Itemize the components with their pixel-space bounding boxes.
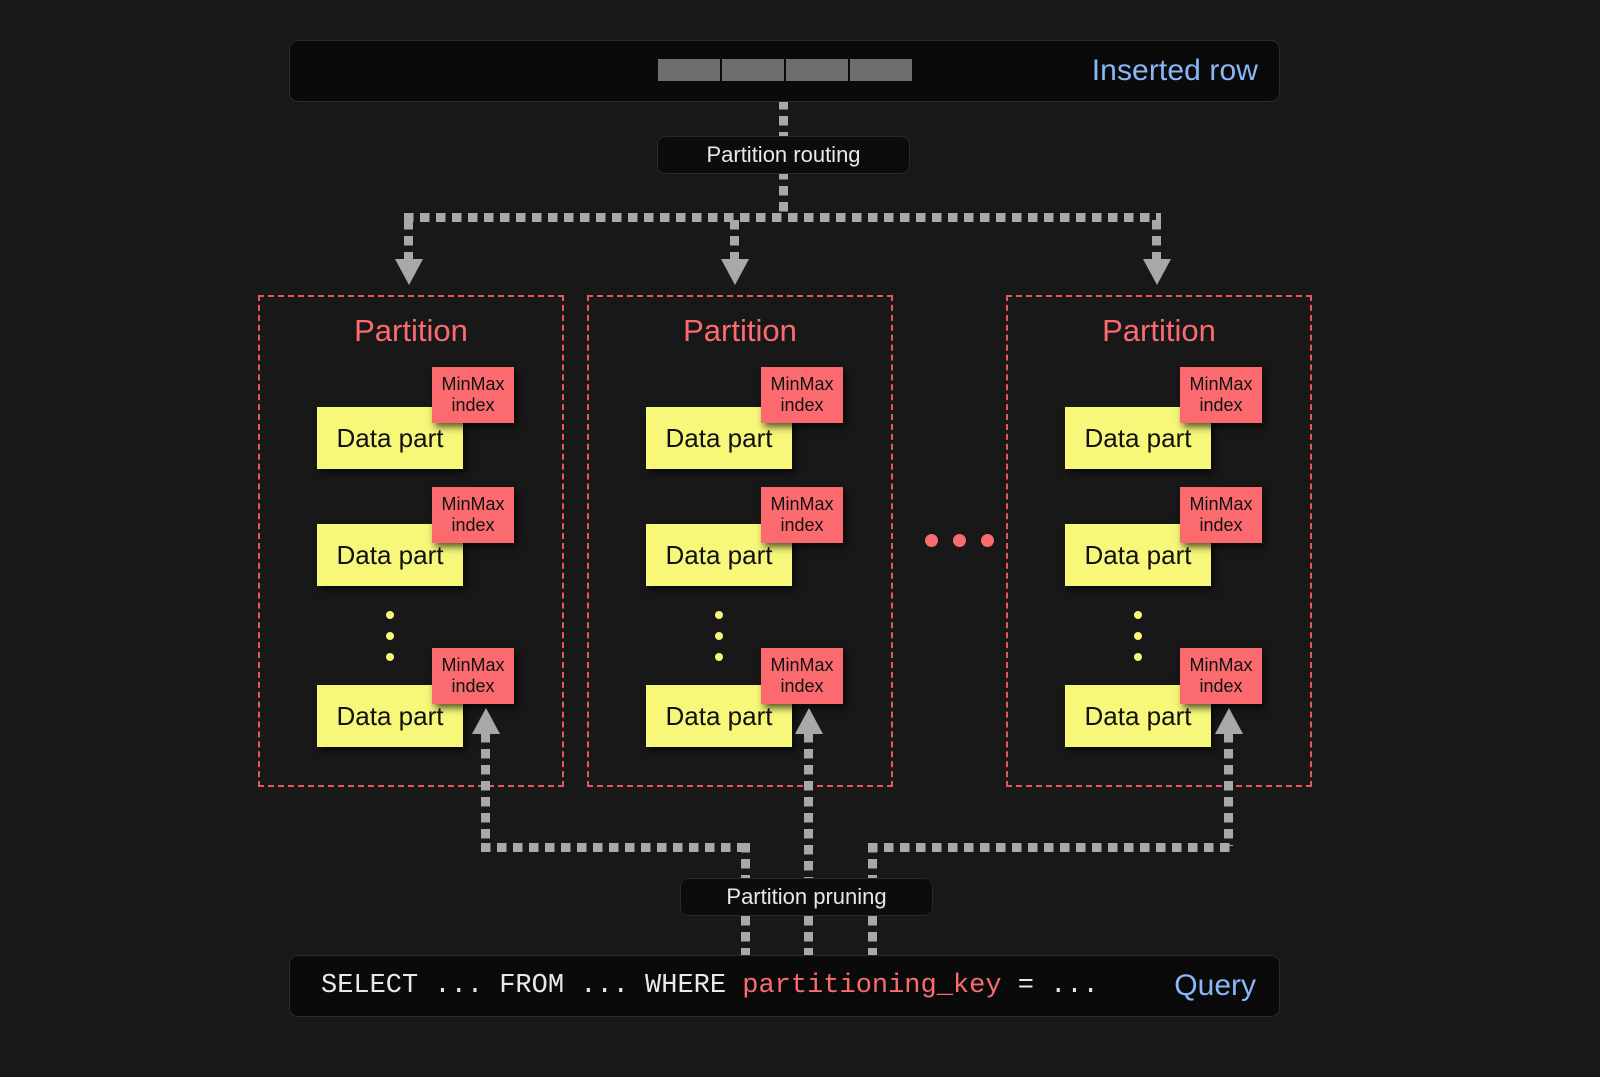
minmax-index-box: MinMax index	[432, 367, 514, 423]
connector-routing-to-bus	[779, 170, 788, 218]
vertical-ellipsis	[386, 611, 394, 674]
partition-title: Partition	[1102, 313, 1216, 348]
partition-routing-label: Partition routing	[657, 136, 910, 174]
minmax-index-box: MinMax index	[1180, 487, 1262, 543]
partition-pruning-label: Partition pruning	[680, 878, 933, 916]
minmax-line-1: MinMax	[441, 373, 505, 394]
minmax-line-2: index	[451, 395, 495, 415]
minmax-index-box: MinMax index	[1180, 367, 1262, 423]
connector-bus-drop-2	[730, 220, 739, 266]
minmax-line-2: index	[451, 676, 495, 696]
minmax-line-1: MinMax	[441, 493, 505, 514]
minmax-index-box: MinMax index	[1180, 648, 1262, 704]
data-part-box: Data part	[317, 407, 463, 469]
minmax-line-1: MinMax	[1189, 373, 1253, 394]
minmax-line-2: index	[1199, 676, 1243, 696]
connector-row-to-routing	[779, 100, 788, 142]
connector-bus-drop-3	[1152, 220, 1161, 266]
partition-title: Partition	[683, 313, 797, 348]
arrow-down-icon	[721, 259, 749, 285]
connector-pruning-drop-1	[741, 843, 750, 888]
row-cell	[850, 59, 912, 81]
minmax-index-box: MinMax index	[761, 648, 843, 704]
minmax-line-2: index	[1199, 515, 1243, 535]
partition-title: Partition	[354, 313, 468, 348]
minmax-index-box: MinMax index	[432, 648, 514, 704]
connector-pruning-to-query-3	[868, 916, 877, 958]
minmax-line-1: MinMax	[770, 373, 834, 394]
minmax-line-1: MinMax	[1189, 493, 1253, 514]
minmax-line-2: index	[780, 676, 824, 696]
row-cell	[722, 59, 784, 81]
inserted-row-cells	[658, 59, 912, 81]
query-prefix: SELECT ... FROM ... WHERE	[321, 971, 743, 1001]
arrow-down-icon	[1143, 259, 1171, 285]
minmax-index-box: MinMax index	[761, 487, 843, 543]
partition-box-3: Partition MinMax index Data part MinMax …	[1006, 295, 1312, 787]
connector-pruning-run-1	[481, 843, 750, 852]
row-cell	[786, 59, 848, 81]
query-partitioning-key: partitioning_key	[742, 971, 1002, 1001]
minmax-line-1: MinMax	[441, 654, 505, 675]
inserted-row-banner: Inserted row	[289, 40, 1280, 102]
partition-box-1: Partition MinMax index Data part MinMax …	[258, 295, 564, 787]
arrow-down-icon	[395, 259, 423, 285]
partition-box-2: Partition MinMax index Data part MinMax …	[587, 295, 893, 787]
arrow-up-icon	[795, 708, 823, 734]
query-label: Query	[1174, 969, 1256, 1002]
minmax-line-2: index	[451, 515, 495, 535]
minmax-index-box: MinMax index	[432, 487, 514, 543]
minmax-line-1: MinMax	[770, 654, 834, 675]
row-cell	[658, 59, 720, 81]
connector-pruning-stem-2	[804, 733, 813, 888]
connector-pruning-stem-3	[1224, 733, 1233, 846]
minmax-line-1: MinMax	[770, 493, 834, 514]
data-part-box: Data part	[317, 524, 463, 586]
connector-bus-drop-1	[404, 220, 413, 266]
query-text: SELECT ... FROM ... WHERE partitioning_k…	[321, 971, 1099, 1001]
minmax-line-2: index	[1199, 395, 1243, 415]
connector-pruning-drop-3	[868, 843, 877, 888]
connector-pruning-run-3	[868, 843, 1233, 852]
minmax-line-2: index	[780, 395, 824, 415]
query-banner: SELECT ... FROM ... WHERE partitioning_k…	[289, 955, 1280, 1017]
query-suffix: = ...	[1001, 971, 1099, 1001]
connector-pruning-stem-1	[481, 733, 490, 846]
inserted-row-label: Inserted row	[1091, 54, 1258, 87]
minmax-line-2: index	[780, 515, 824, 535]
arrow-up-icon	[472, 708, 500, 734]
vertical-ellipsis	[1134, 611, 1142, 674]
connector-pruning-to-query-2	[804, 916, 813, 958]
arrow-up-icon	[1215, 708, 1243, 734]
minmax-index-box: MinMax index	[761, 367, 843, 423]
vertical-ellipsis	[715, 611, 723, 674]
partition-ellipsis	[925, 534, 994, 547]
connector-routing-bus	[404, 213, 1161, 222]
minmax-line-1: MinMax	[1189, 654, 1253, 675]
connector-pruning-to-query-1	[741, 916, 750, 958]
